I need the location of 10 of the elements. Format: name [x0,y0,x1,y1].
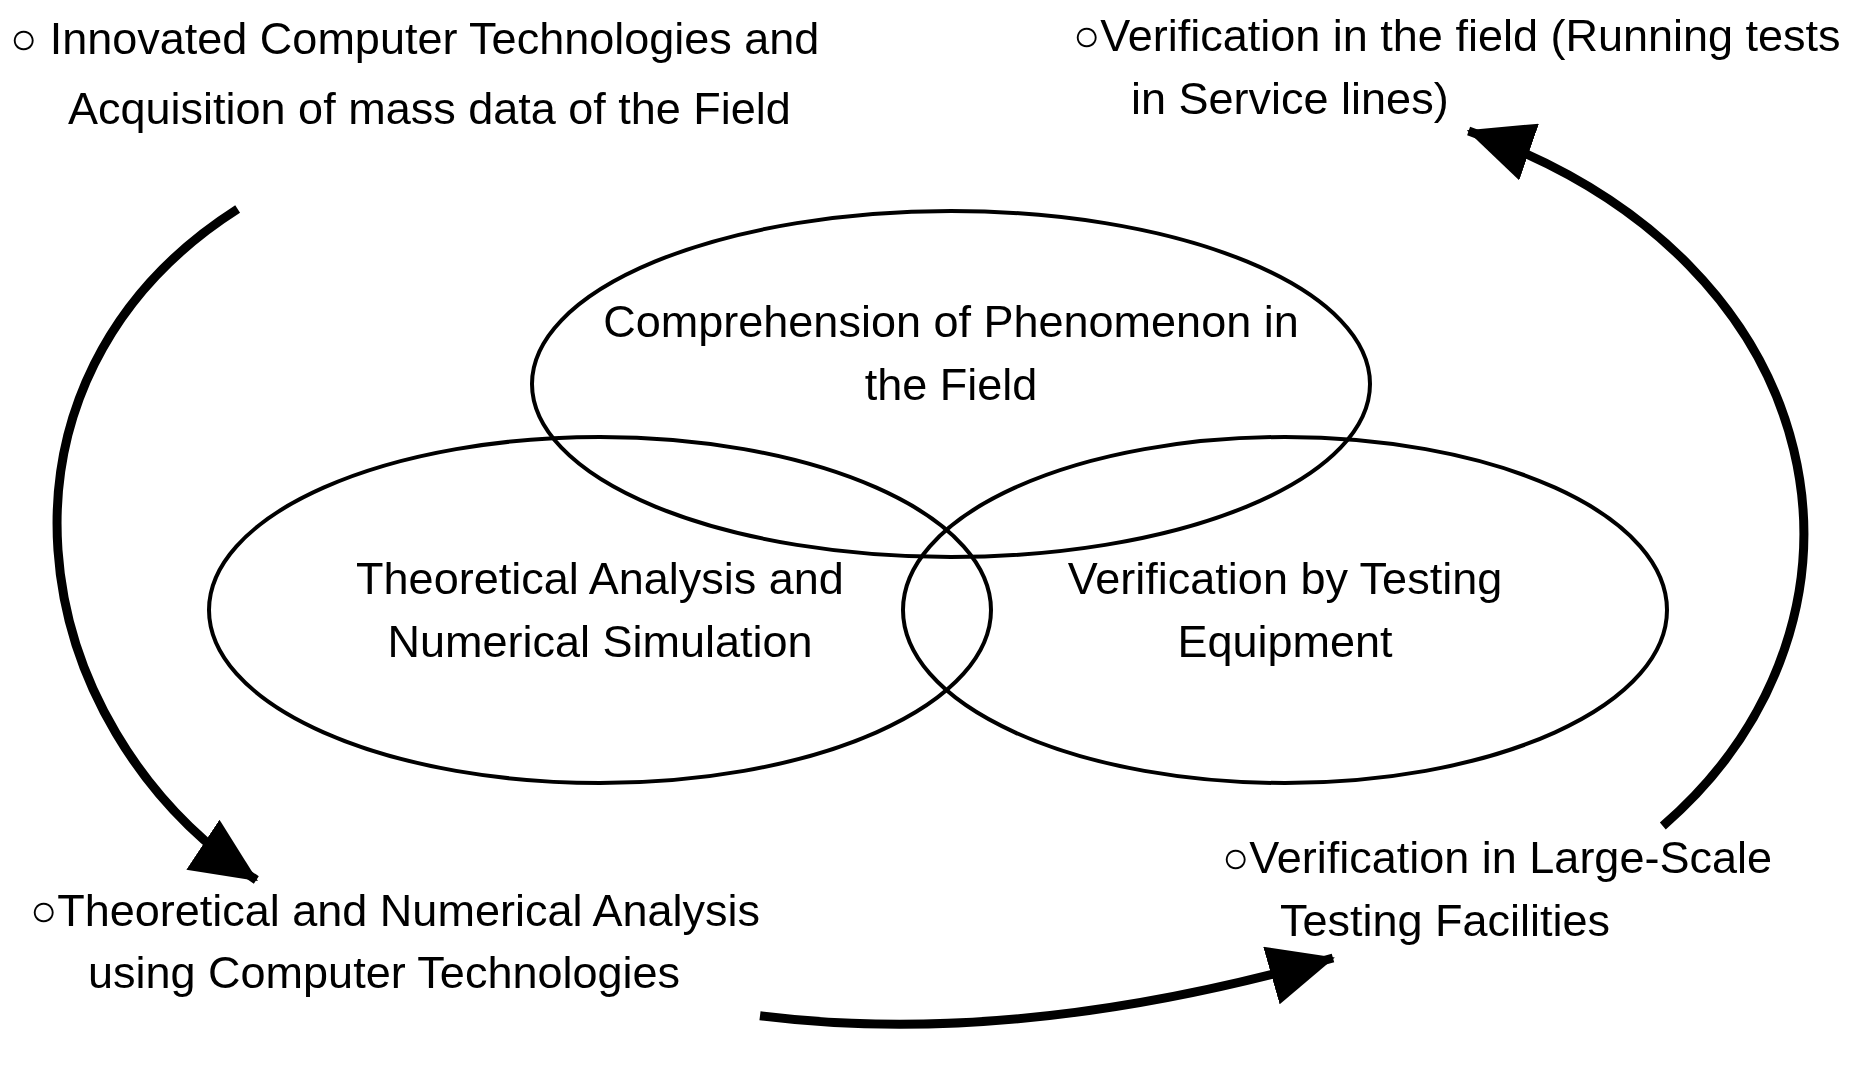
curved-arrow [1466,126,1808,830]
ellipse-label: Verification by Testing Equipment [1066,552,1504,669]
bullet-text: ○ Innovated Computer Technologies and Acquisition of mass data of the Field [10,4,850,209]
bullet-text: ○Theoretical and Numerical Analysis using Computer Technologies [30,880,760,1066]
ellipse-label: Comprehension of Phenomenon in the Field [602,294,1300,412]
bullet-text: ○Verification in Large-Scale Testing Facilities [1222,826,1842,958]
curved-arrow [759,945,1335,1029]
curved-arrow [53,205,260,884]
bullet-text: ○Verification in the field (Running tests in Service lines) [1073,4,1869,131]
ellipse-label: Theoretical Analysis and Numerical Simulation [355,552,845,669]
